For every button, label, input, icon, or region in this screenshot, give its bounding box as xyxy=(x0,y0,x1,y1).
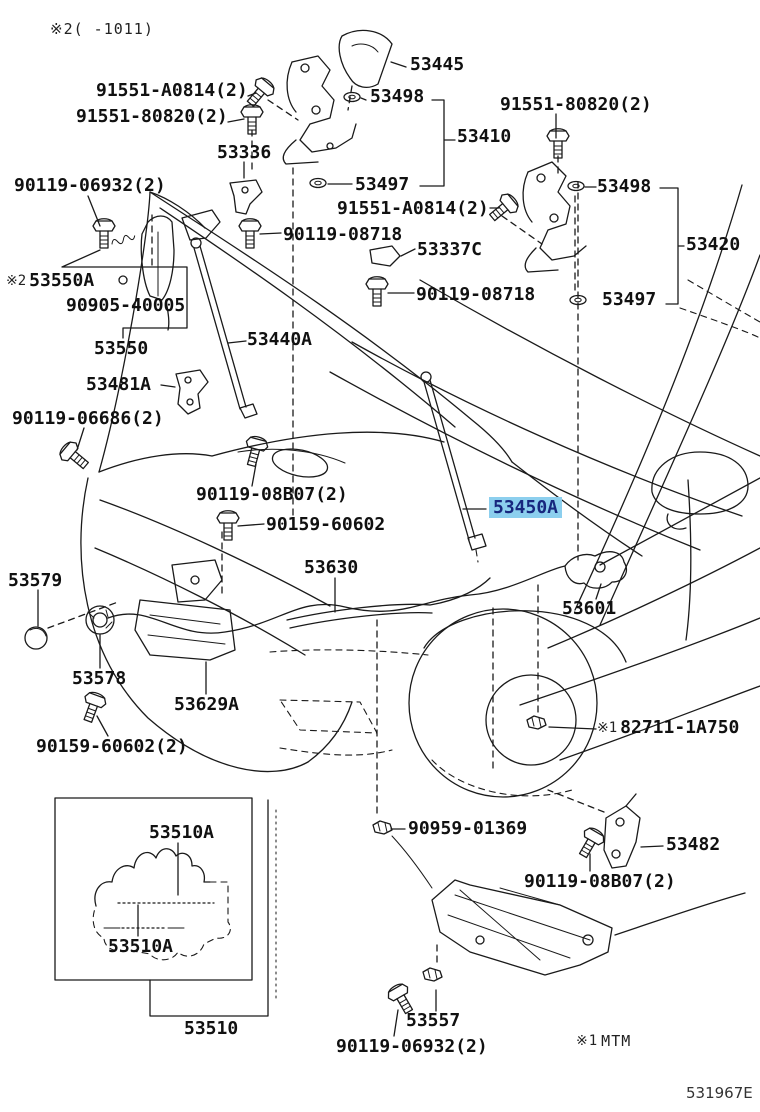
part-53510[interactable]: 53510 xyxy=(184,1018,239,1039)
part-53579[interactable]: 53579 xyxy=(8,570,63,591)
part-53578[interactable]: 53578 xyxy=(72,668,127,689)
part-91551-A0814-top[interactable]: 91551-A0814(2) xyxy=(96,80,248,101)
part-53629A[interactable]: 53629A xyxy=(174,694,240,715)
part-90119-06932-left[interactable]: 90119-06932(2) xyxy=(14,175,166,196)
front-fascia-art xyxy=(80,448,491,773)
part-90119-06932-bottom[interactable]: 90119-06932(2) xyxy=(336,1036,488,1057)
part-53420[interactable]: 53420 xyxy=(686,234,741,255)
insulator-inset-box xyxy=(54,797,253,981)
part-90119-08B07-top[interactable]: 90119-08B07(2) xyxy=(196,484,348,505)
note-applicability: ※2( -1011) xyxy=(50,20,154,38)
part-53601[interactable]: 53601 xyxy=(562,598,617,619)
part-53481A[interactable]: 53481A xyxy=(86,374,152,395)
hood-stay-rods-art xyxy=(190,237,487,563)
hardware-assemblies-art xyxy=(24,29,746,976)
note-mtm-note-prefix: ※1 xyxy=(576,1033,599,1049)
part-53510A-top[interactable]: 53510A xyxy=(149,822,215,843)
part-53497-right[interactable]: 53497 xyxy=(602,289,657,310)
part-53450A[interactable]: 53450A xyxy=(489,497,563,518)
figure-code: 531967E xyxy=(686,1084,753,1102)
part-90119-08718-b[interactable]: 90119-08718 xyxy=(416,284,536,305)
part-53497-top[interactable]: 53497 xyxy=(355,174,410,195)
part-53482[interactable]: 53482 xyxy=(666,834,721,855)
part-53336[interactable]: 53336 xyxy=(217,142,272,163)
part-90959-01369[interactable]: 90959-01369 xyxy=(408,818,528,839)
part-53510A-bottom[interactable]: 53510A xyxy=(108,936,174,957)
part-90159-60602-2[interactable]: 90159-60602(2) xyxy=(36,736,188,757)
part-91551-A0814-center[interactable]: 91551-A0814(2) xyxy=(337,198,489,219)
part-53630[interactable]: 53630 xyxy=(304,557,359,578)
part-53550A-note-prefix: ※2 xyxy=(6,273,27,289)
part-82711-1A750-note-prefix: ※1 xyxy=(597,720,618,736)
part-90159-60602[interactable]: 90159-60602 xyxy=(266,514,386,535)
part-53445[interactable]: 53445 xyxy=(410,54,465,75)
part-53498-top[interactable]: 53498 xyxy=(370,86,425,107)
dashed-lines xyxy=(47,85,605,1001)
front-wheel-art xyxy=(408,608,627,798)
part-53410[interactable]: 53410 xyxy=(457,126,512,147)
part-53337C[interactable]: 53337C xyxy=(417,239,483,260)
part-91551-80820-left[interactable]: 91551-80820(2) xyxy=(76,106,228,127)
part-53550[interactable]: 53550 xyxy=(94,338,149,359)
part-90905-40005[interactable]: 90905-40005 xyxy=(66,295,186,316)
part-91551-80820-right[interactable]: 91551-80820(2) xyxy=(500,94,652,115)
part-90119-06686[interactable]: 90119-06686(2) xyxy=(12,408,164,429)
part-53440A[interactable]: 53440A xyxy=(247,329,313,350)
part-53498-right[interactable]: 53498 xyxy=(597,176,652,197)
part-90119-08718-a[interactable]: 90119-08718 xyxy=(283,224,403,245)
leader-lines xyxy=(37,61,685,1037)
part-53557[interactable]: 53557 xyxy=(406,1010,461,1031)
part-90119-08B07-bottom[interactable]: 90119-08B07(2) xyxy=(524,871,676,892)
